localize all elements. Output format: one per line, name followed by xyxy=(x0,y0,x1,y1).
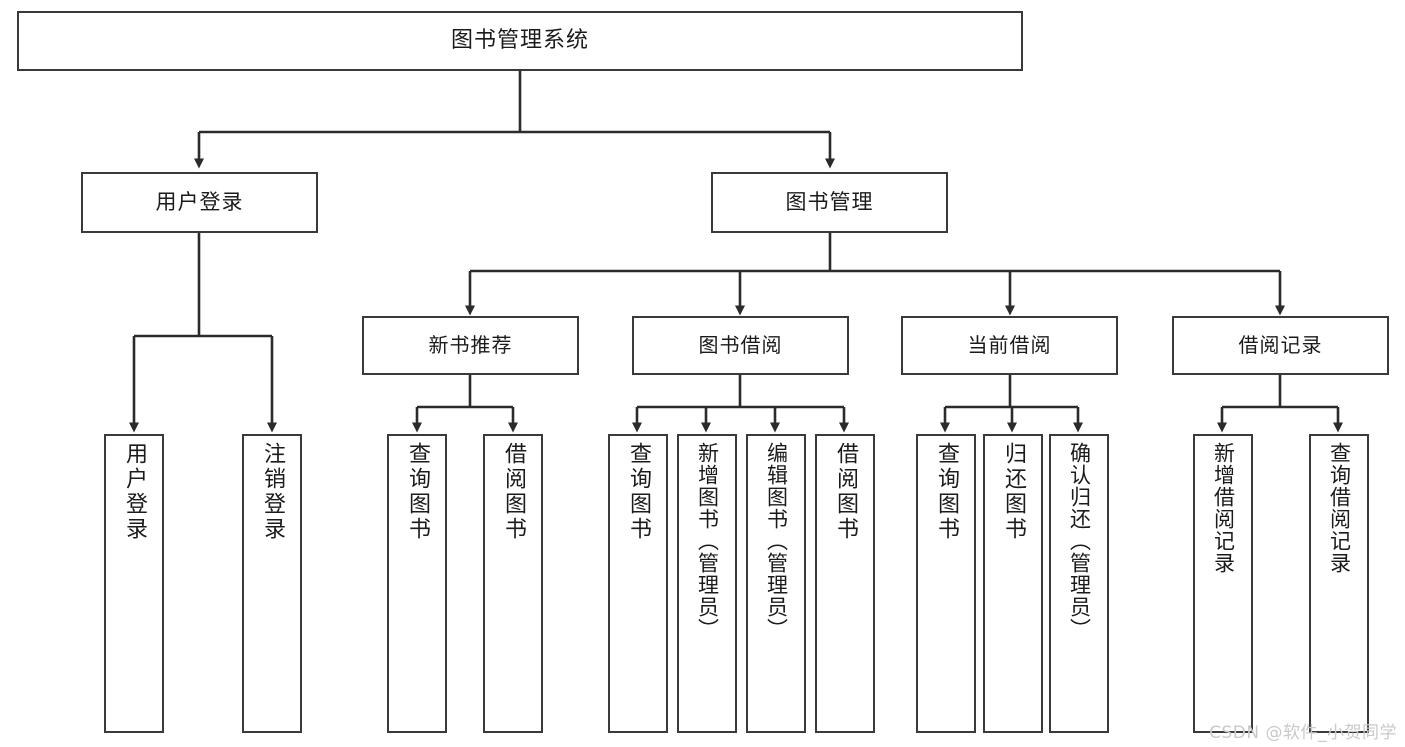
node-book-manage[interactable]: 图书管理 xyxy=(711,172,948,233)
node-label: 用户登录 xyxy=(155,189,244,214)
node-label: 编辑图书（管理员） xyxy=(764,442,789,640)
node-label: 当前借阅 xyxy=(967,333,1052,358)
leaf-new-book-借阅图书[interactable]: 借阅图书 xyxy=(483,434,543,733)
node-label: 借阅图书 xyxy=(833,442,858,542)
node-label: 图书管理系统 xyxy=(450,27,589,53)
node-label: 借阅图书 xyxy=(501,442,526,542)
node-label: 归还图书 xyxy=(1001,442,1026,542)
node-label: 注销登录 xyxy=(260,442,285,542)
node-label: 确认归还（管理员） xyxy=(1067,442,1092,640)
node-label: 图书借阅 xyxy=(698,333,783,358)
node-label: 新书推荐 xyxy=(428,333,513,358)
leaf-borrow-record-查询[interactable]: 查询借阅记录 xyxy=(1309,434,1369,733)
node-user-login[interactable]: 用户登录 xyxy=(81,172,318,233)
leaf-user-login-注销[interactable]: 注销登录 xyxy=(242,434,302,733)
leaf-current-borrow-归还图书[interactable]: 归还图书 xyxy=(983,434,1043,733)
leaf-book-borrow-新增图书[interactable]: 新增图书（管理员） xyxy=(677,434,737,733)
node-book-borrow[interactable]: 图书借阅 xyxy=(632,316,849,375)
node-borrow-record[interactable]: 借阅记录 xyxy=(1172,316,1389,375)
node-label: 用户登录 xyxy=(122,442,147,542)
leaf-new-book-查询图书[interactable]: 查询图书 xyxy=(387,434,447,733)
node-label: 查询图书 xyxy=(405,442,430,542)
node-label: 新增借阅记录 xyxy=(1211,442,1236,574)
node-label: 图书管理 xyxy=(785,189,874,214)
leaf-current-borrow-查询图书[interactable]: 查询图书 xyxy=(916,434,976,733)
node-label: 新增图书（管理员） xyxy=(695,442,720,640)
leaf-borrow-record-新增[interactable]: 新增借阅记录 xyxy=(1193,434,1253,733)
leaf-book-borrow-借阅图书[interactable]: 借阅图书 xyxy=(815,434,875,733)
node-root-图书管理系统[interactable]: 图书管理系统 xyxy=(17,11,1023,71)
node-current-borrow[interactable]: 当前借阅 xyxy=(901,316,1118,375)
leaf-book-borrow-编辑图书[interactable]: 编辑图书（管理员） xyxy=(746,434,806,733)
leaf-book-borrow-查询图书[interactable]: 查询图书 xyxy=(608,434,668,733)
leaf-current-borrow-确认归还[interactable]: 确认归还（管理员） xyxy=(1049,434,1109,733)
node-new-book-recommend[interactable]: 新书推荐 xyxy=(362,316,579,375)
node-label: 查询图书 xyxy=(934,442,959,542)
node-label: 借阅记录 xyxy=(1238,333,1323,358)
node-label: 查询借阅记录 xyxy=(1327,442,1352,574)
node-label: 查询图书 xyxy=(626,442,651,542)
leaf-user-login-登录[interactable]: 用户登录 xyxy=(104,434,164,733)
